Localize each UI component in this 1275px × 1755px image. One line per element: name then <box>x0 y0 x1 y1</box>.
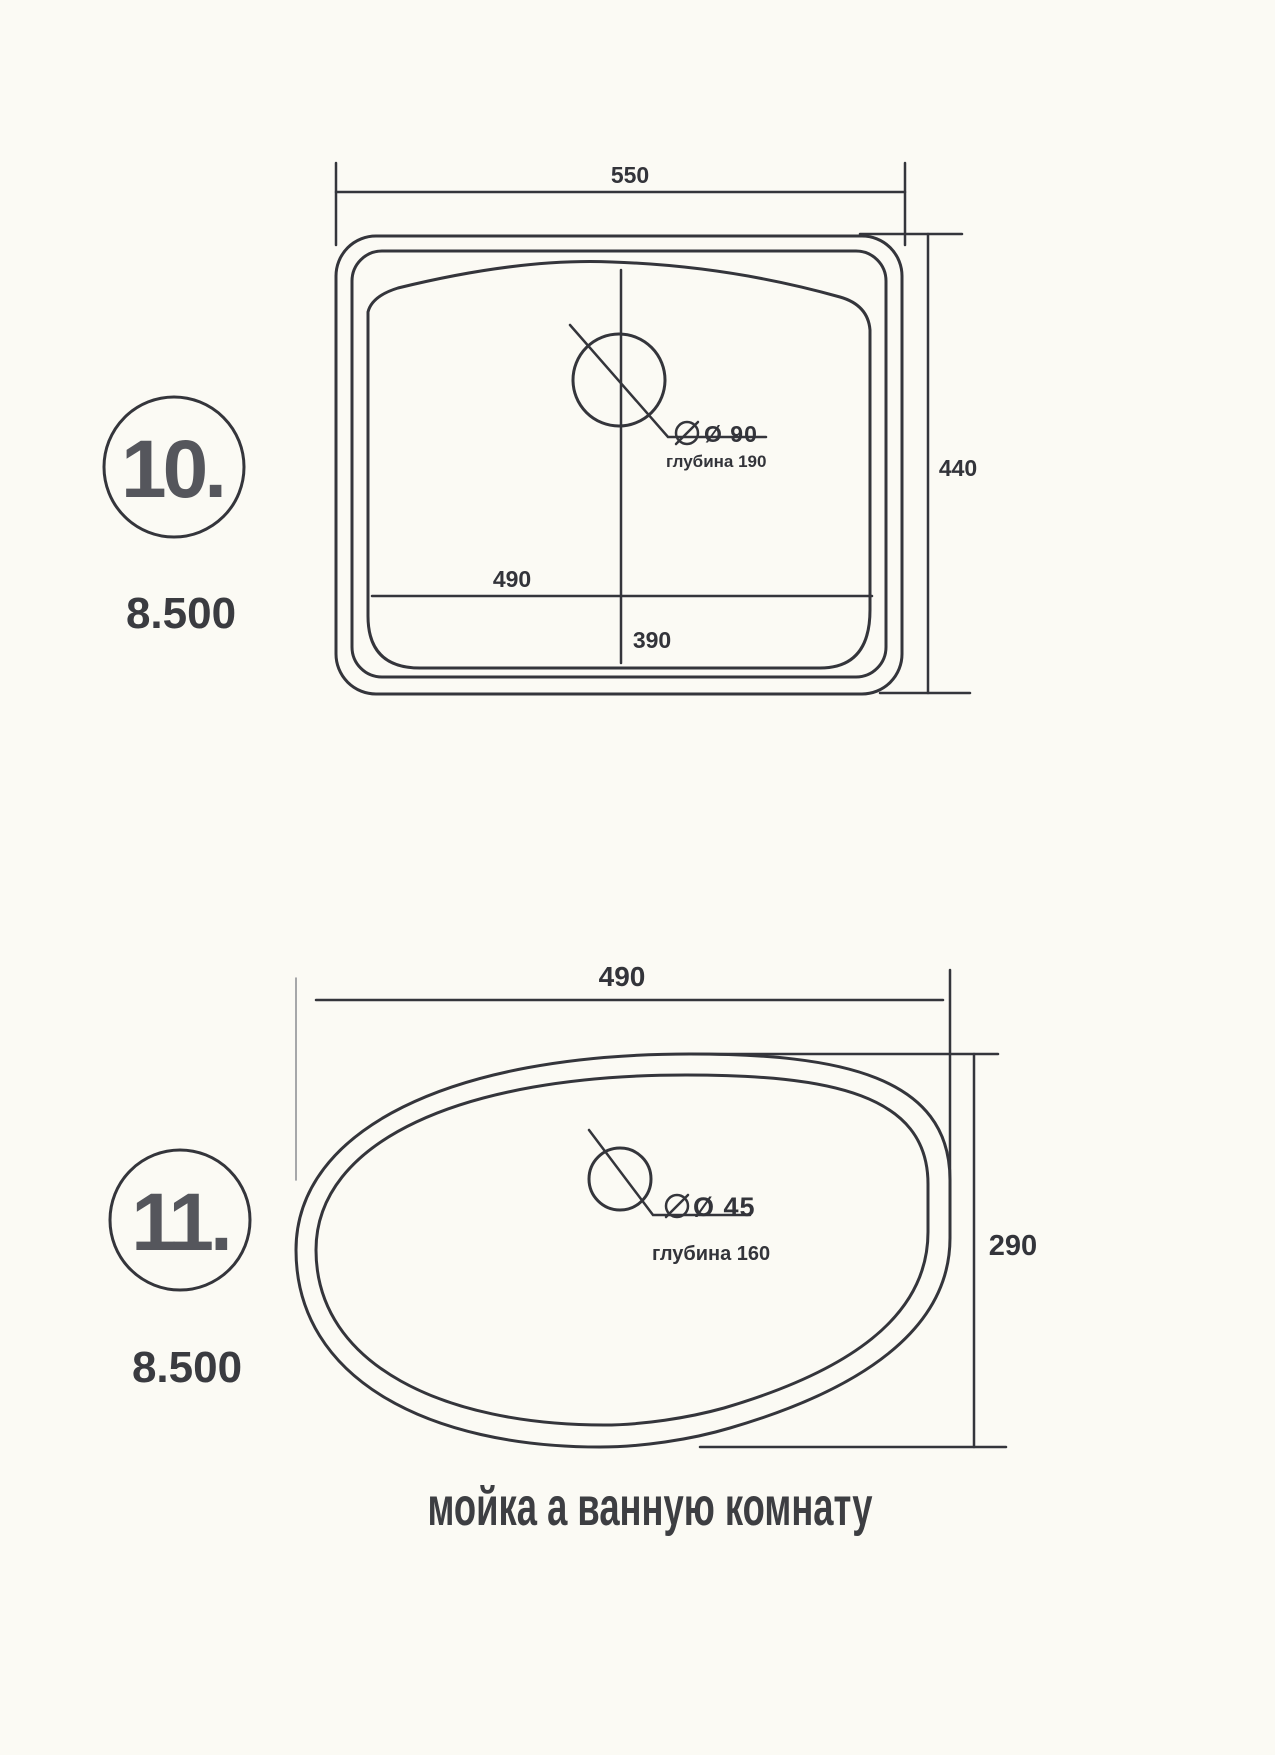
dim-390-label: 390 <box>633 627 671 653</box>
sink-11-drain-leader <box>587 1128 752 1217</box>
badge-10-circle <box>102 395 246 539</box>
sink-10-drain-circle <box>571 332 667 428</box>
dim-550-label: 550 <box>611 162 649 188</box>
diameter-icon <box>674 420 700 446</box>
badge-10-number: 10. <box>121 424 223 515</box>
sink-11-inner-rim <box>314 1073 930 1427</box>
dim-490-inner-label: 490 <box>493 566 531 592</box>
price-10: 8.500 <box>126 589 236 638</box>
sink-10-drain-label: Ø 90 <box>704 421 758 447</box>
diameter-icon <box>664 1193 690 1219</box>
sink-10-bowl <box>366 260 872 670</box>
sink-10-outer-rim <box>334 234 904 696</box>
sink-10-drain-leader <box>568 323 768 439</box>
badge-11-number: 11. <box>131 1177 228 1268</box>
sink-11-outer-rim <box>294 1052 952 1449</box>
sink-10-depth-label: глубина 190 <box>666 452 766 471</box>
sink-11-drain-label: Ø 45 <box>693 1192 756 1222</box>
sink-11-drawing <box>294 968 1008 1449</box>
sink-11-drain-circle <box>587 1146 653 1212</box>
caption: мойка а ванную комнату <box>428 1477 873 1537</box>
dim-490-label: 490 <box>599 961 646 992</box>
dim-440-label: 440 <box>939 455 977 481</box>
sink-10-drawing <box>334 161 972 696</box>
badge-11-circle <box>108 1148 252 1292</box>
dim-290-label: 290 <box>989 1230 1037 1262</box>
sink-10-inner-rim <box>350 249 888 679</box>
sink-11-depth-label: глубина 160 <box>652 1243 770 1265</box>
price-11: 8.500 <box>132 1343 242 1392</box>
